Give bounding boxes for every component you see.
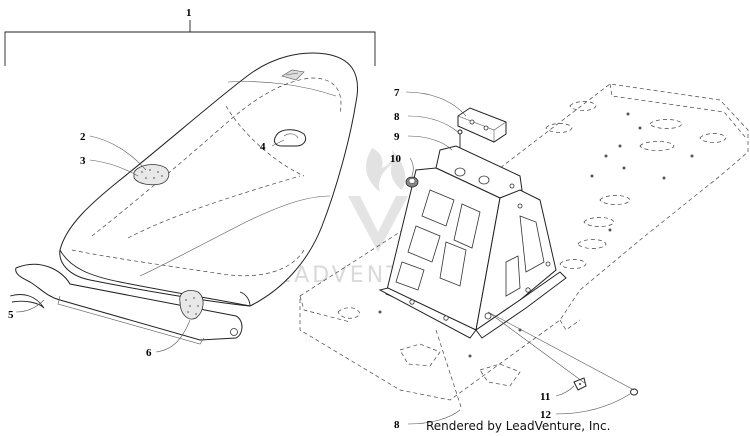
seat-logo-patch xyxy=(281,69,305,81)
seat-assembly xyxy=(9,52,358,345)
callout-11: 11 xyxy=(540,391,550,403)
seat-mount-bracket xyxy=(378,145,567,339)
callout-8-bottom: 8 xyxy=(394,419,400,431)
latch xyxy=(457,107,507,143)
screw-top xyxy=(457,129,463,148)
callout-8-top: 8 xyxy=(394,111,400,123)
callout-1: 1 xyxy=(186,7,192,19)
callout-7: 7 xyxy=(394,87,400,99)
v-logo-icon xyxy=(348,196,408,252)
callout-9: 9 xyxy=(394,131,400,143)
rivet xyxy=(405,176,419,188)
foam-patch-top xyxy=(133,164,170,186)
assembly-bracket xyxy=(4,20,376,66)
callout-5: 5 xyxy=(8,309,14,321)
seat-handle xyxy=(273,129,307,147)
callout-12: 12 xyxy=(540,409,552,421)
callout-2: 2 xyxy=(80,131,86,143)
clip xyxy=(573,377,587,391)
callout-6: 6 xyxy=(146,347,152,359)
seat-cushion xyxy=(59,52,358,307)
foam-patch-bottom xyxy=(179,290,204,320)
callout-4: 4 xyxy=(260,141,266,153)
callout-3: 3 xyxy=(80,155,86,167)
credit-text: Rendered by LeadVenture, Inc. xyxy=(426,419,610,433)
nut xyxy=(630,388,638,396)
flame-icon xyxy=(366,148,406,192)
callout-labels: 1 2 3 4 5 6 7 8 9 10 8 11 12 xyxy=(8,7,552,431)
seat-cable xyxy=(9,294,45,309)
callout-leaders xyxy=(15,91,631,425)
tunnel-outline xyxy=(299,83,749,401)
seat-base xyxy=(15,263,243,341)
callout-10: 10 xyxy=(390,153,402,165)
